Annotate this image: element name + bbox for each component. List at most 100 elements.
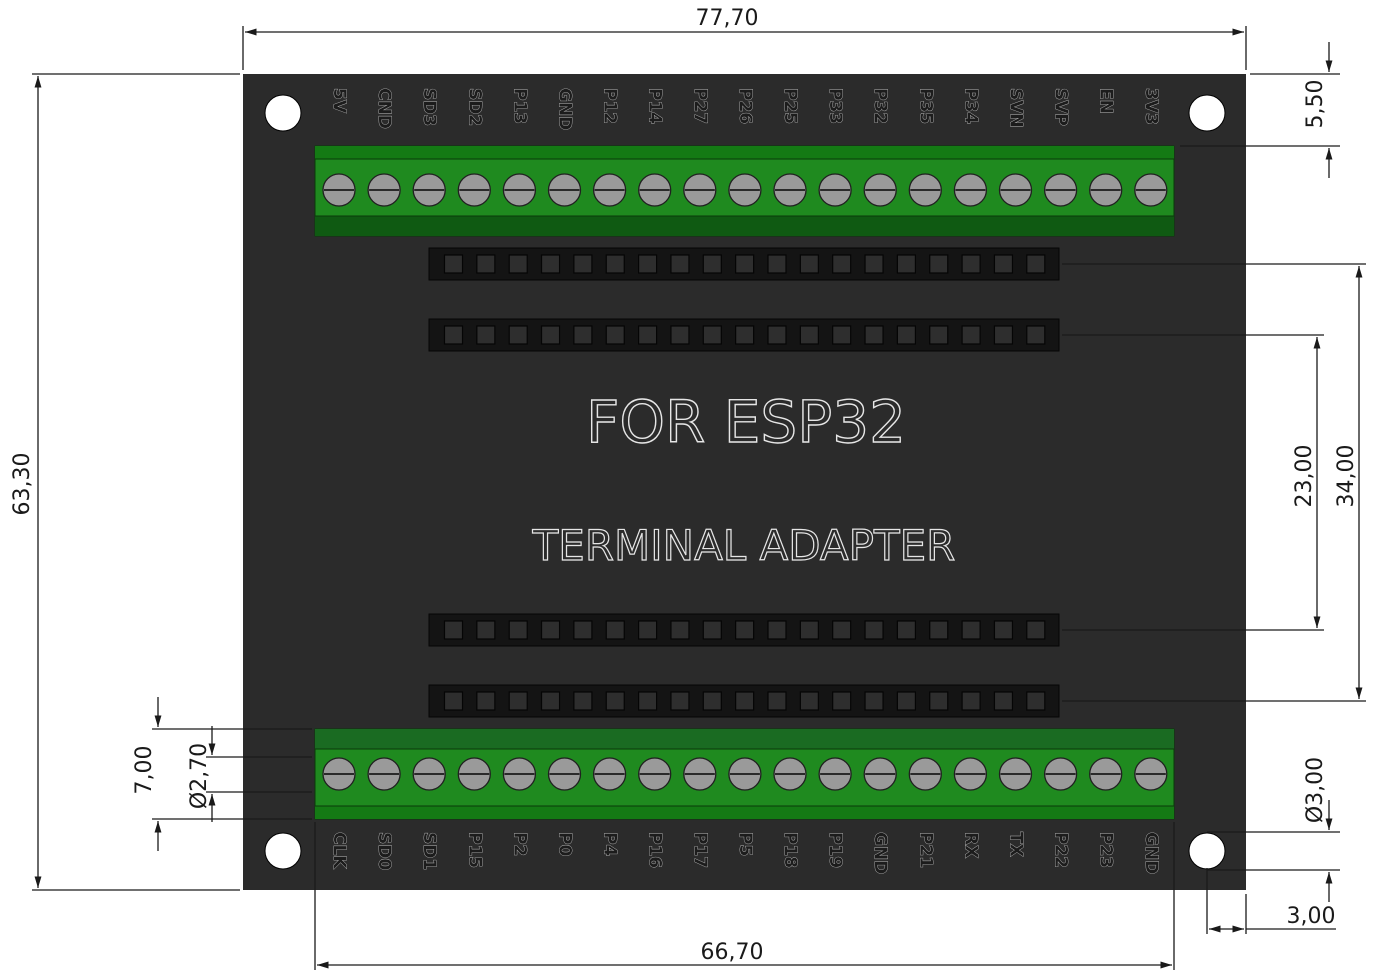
bottom-terminal-screw <box>638 757 672 791</box>
top-pin-label: 5V <box>329 88 349 114</box>
top-terminal-screw <box>683 173 717 207</box>
svg-text:23,00: 23,00 <box>1292 445 1317 508</box>
top-terminal-screw <box>1134 173 1168 207</box>
top-pin-label: 3V3 <box>1141 88 1161 125</box>
header-socket <box>508 254 528 274</box>
mount-hole-top-right <box>1188 94 1226 132</box>
header-socket <box>929 620 949 640</box>
header-socket <box>670 254 690 274</box>
header-socket <box>896 691 917 711</box>
top-terminal-screw <box>592 173 627 207</box>
header-socket <box>476 254 496 274</box>
top-terminal-screw <box>953 173 988 207</box>
top-pin-label: P27 <box>690 88 710 124</box>
bottom-pin-label: P16 <box>645 832 665 868</box>
dim-overall-height: 63,30 <box>10 73 240 891</box>
bottom-pin-label: P19 <box>825 832 845 868</box>
bottom-terminal-screw <box>367 757 401 791</box>
top-terminal-screw <box>1089 173 1123 207</box>
header-socket <box>961 691 981 711</box>
top-pin-label: P25 <box>780 88 800 124</box>
svg-text:77,70: 77,70 <box>696 6 759 31</box>
top-pin-label: EN <box>1096 88 1116 114</box>
bottom-terminal-screw <box>547 757 582 791</box>
bottom-pin-label: P5 <box>735 832 755 856</box>
board-subtitle: TERMINAL ADAPTER <box>532 521 956 570</box>
header-socket <box>767 325 787 345</box>
svg-text:Ø2,70: Ø2,70 <box>187 743 212 809</box>
bottom-pin-label: CLK <box>329 832 349 869</box>
top-terminal-screw <box>367 173 401 207</box>
bottom-terminal-screw <box>683 757 717 791</box>
bottom-pin-label: P22 <box>1051 832 1071 868</box>
bottom-terminal-screw <box>728 757 762 791</box>
header-socket <box>735 254 755 274</box>
header-socket <box>476 691 496 711</box>
mount-hole-bottom-right <box>1188 832 1226 870</box>
bottom-pin-label: P23 <box>1096 832 1116 868</box>
top-pin-label: P12 <box>600 88 620 124</box>
svg-text:7,00: 7,00 <box>132 746 157 795</box>
bottom-terminal-screw <box>457 757 491 791</box>
header-socket <box>573 620 593 640</box>
bottom-pin-label: GND <box>870 832 890 874</box>
bottom-terminal-screw <box>953 757 988 791</box>
header-socket <box>929 254 949 274</box>
header-socket <box>735 691 755 711</box>
dim-overall-width: 77,70 <box>242 6 1247 70</box>
header-socket <box>832 620 852 640</box>
top-terminal-screw <box>502 173 537 207</box>
bottom-pin-label: P15 <box>464 832 484 868</box>
header-socket <box>605 325 625 345</box>
header-socket <box>993 691 1014 711</box>
bottom-terminal-screw <box>502 757 537 791</box>
header-socket <box>799 620 819 640</box>
header-socket <box>443 254 464 274</box>
female-header-row <box>428 318 1060 352</box>
header-socket <box>961 620 981 640</box>
bottom-pin-label: GND <box>1141 832 1161 874</box>
header-socket <box>540 620 561 640</box>
dim-mount-hole-offset: 3,00 <box>1206 868 1336 934</box>
header-socket <box>573 691 593 711</box>
header-socket <box>476 620 496 640</box>
header-socket <box>670 691 690 711</box>
top-terminal-screw <box>1043 173 1078 207</box>
header-socket <box>993 325 1014 345</box>
top-pin-label: SVP <box>1051 88 1071 126</box>
header-socket <box>637 691 658 711</box>
header-socket <box>637 254 658 274</box>
dim-screw-diameter: Ø2,70 <box>187 726 312 822</box>
bottom-pin-label: TX <box>1006 832 1026 857</box>
top-pin-label: SVN <box>1006 88 1026 128</box>
svg-text:34,00: 34,00 <box>1334 445 1359 508</box>
top-pin-label: SD2 <box>464 88 484 126</box>
header-socket <box>799 254 819 274</box>
dim-terminal-depth: 7,00 <box>132 697 312 851</box>
header-socket <box>864 254 884 274</box>
header-socket <box>864 691 884 711</box>
header-socket <box>702 691 722 711</box>
header-socket <box>799 325 819 345</box>
header-socket <box>508 620 528 640</box>
header-socket <box>508 691 528 711</box>
svg-text:3,00: 3,00 <box>1287 904 1336 929</box>
bottom-terminal-screw <box>998 757 1033 791</box>
header-socket <box>832 691 852 711</box>
top-terminal-screw <box>998 173 1033 207</box>
header-socket <box>702 254 722 274</box>
header-socket <box>637 620 658 640</box>
top-pin-label: GND <box>555 88 575 130</box>
header-socket <box>508 325 528 345</box>
top-pin-label: CND <box>374 88 394 129</box>
header-socket <box>605 691 625 711</box>
header-socket <box>573 325 593 345</box>
header-socket <box>443 325 464 345</box>
top-terminal-screw <box>818 173 852 207</box>
header-socket <box>993 620 1014 640</box>
top-pin-label: P14 <box>645 88 665 124</box>
header-socket <box>1026 691 1046 711</box>
header-socket <box>832 325 852 345</box>
header-socket <box>540 691 561 711</box>
bottom-pin-label: P21 <box>915 832 935 868</box>
